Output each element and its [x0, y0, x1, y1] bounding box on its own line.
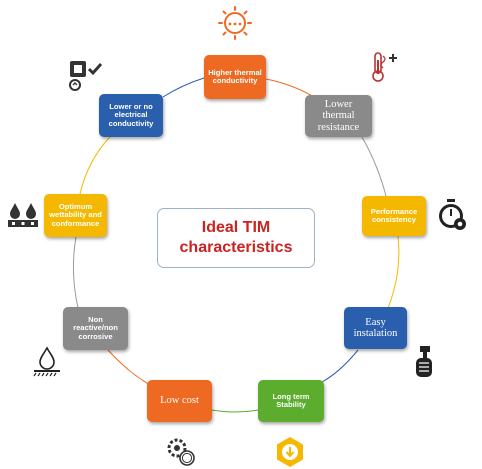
- node-wettability: Optimum wettability and conformance: [44, 194, 107, 237]
- hand-wrench-icon: [416, 346, 432, 377]
- node-long-term-stability: Long term Stability: [258, 380, 324, 422]
- heat-sun-icon: [218, 6, 252, 40]
- ring-arc: [162, 77, 205, 98]
- ring-arc: [387, 235, 400, 309]
- node-electrical-conductivity: Lower or no electrical conductivity: [99, 94, 163, 137]
- drop-surface-icon: [33, 346, 60, 377]
- node-label: Higher thermal conductivity: [208, 67, 262, 85]
- droplets-icon: [8, 203, 38, 227]
- center-title-line1: Ideal TIM: [201, 218, 271, 236]
- ring-arc: [72, 236, 79, 309]
- node-performance-consistency: Performance consistency: [362, 196, 426, 236]
- ring-arc: [107, 349, 151, 386]
- node-low-cost: Low cost: [147, 380, 212, 422]
- node-lower-thermal-resistance: Lower thermal resistance: [305, 95, 372, 137]
- node-label: Non reactive/non corrosive: [73, 315, 118, 341]
- node-higher-thermal-conductivity: Higher thermal conductivity: [204, 55, 266, 99]
- node-label: Long term Stability: [272, 391, 310, 409]
- ring-arc: [361, 136, 387, 197]
- node-label: Lower or no electrical conductivity: [108, 102, 154, 128]
- gears-coin-icon: [167, 438, 195, 466]
- ring-arc: [79, 136, 111, 195]
- node-label: Performance consistency: [370, 206, 418, 224]
- ring-arc: [321, 349, 359, 383]
- node-non-reactive: Non reactive/non corrosive: [63, 307, 128, 350]
- thermometer-plus-icon: [372, 52, 397, 82]
- node-label: Easy instalation: [353, 316, 398, 339]
- node-label: Lower thermal resistance: [317, 99, 360, 133]
- node-easy-installation: Easy instalation: [344, 307, 407, 349]
- circuit-plug-icon: [69, 61, 103, 91]
- stopwatch-gear-icon: [439, 199, 466, 230]
- center-title-line2: characteristics: [179, 239, 293, 256]
- node-label: Optimum wettability and conformance: [49, 202, 102, 228]
- ring-arc: [211, 409, 259, 413]
- node-label: Low cost: [160, 395, 199, 407]
- center-title-box: Ideal TIM characteristics: [157, 208, 315, 268]
- hexagon-stability-icon: [277, 437, 303, 467]
